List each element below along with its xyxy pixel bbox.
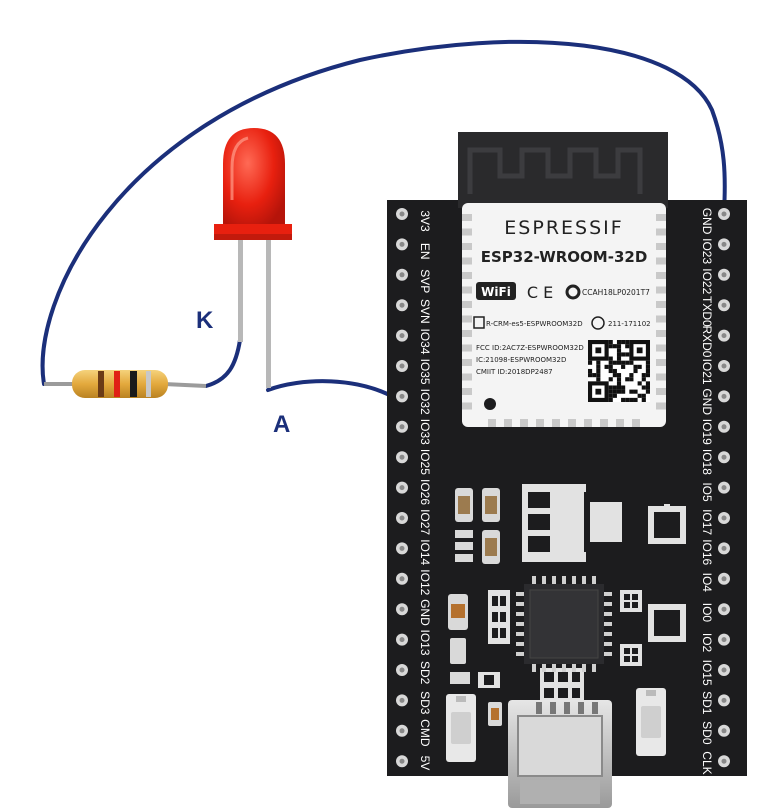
pin-label-right: TXD0 bbox=[700, 296, 714, 327]
ccah-icon bbox=[565, 284, 581, 300]
pin-label-right: IO18 bbox=[700, 449, 714, 475]
pin-labels-right: GNDIO23IO22TXD0RXD0IO21GNDIO19IO18IO5IO1… bbox=[700, 208, 714, 775]
esp32-board: ESPRESSIF ESP32-WROOM-32D WiFi C E CCAH1… bbox=[387, 132, 747, 808]
pin-label-left: 5V bbox=[418, 756, 432, 771]
pin-label-left: IO34 bbox=[418, 328, 432, 354]
led-anode-leg bbox=[266, 238, 271, 388]
pin-label-right: RXD0 bbox=[700, 325, 714, 357]
voltage-regulator bbox=[522, 484, 624, 562]
pin-label-right: GND bbox=[700, 208, 714, 235]
rcrm-code: R-CRM-es5-ESPWROOM32D bbox=[486, 320, 583, 328]
ce-mark: C E bbox=[527, 283, 553, 302]
ccah-code: CCAH18LP0201T7 bbox=[582, 288, 650, 297]
resistor bbox=[44, 370, 207, 398]
pin-label-right: IO5 bbox=[700, 482, 714, 502]
pin-label-left: IO12 bbox=[418, 569, 432, 595]
pin-label-left: IO25 bbox=[418, 449, 432, 475]
resistor-band-1 bbox=[98, 371, 104, 397]
pin-label-right: IO17 bbox=[700, 509, 714, 535]
pin-label-left: EN bbox=[418, 243, 432, 260]
wire-cathode-to-resistor bbox=[204, 338, 242, 388]
pin-label-left: GND bbox=[418, 599, 432, 626]
anode-label: A bbox=[273, 411, 290, 438]
pin-label-right: IO19 bbox=[700, 419, 714, 445]
resistor-band-3 bbox=[130, 371, 137, 397]
pin-label-right: CLK bbox=[700, 751, 714, 774]
fcc-id: FCC ID:2AC7Z-ESPWROOM32D bbox=[476, 344, 584, 352]
cmiit-id: CMIIT ID:2018DP2487 bbox=[476, 368, 553, 376]
usb-uart-chip bbox=[524, 584, 604, 664]
pin-label-left: CMD bbox=[418, 719, 432, 747]
wifi-logo: WiFi bbox=[481, 285, 511, 299]
qr-code bbox=[588, 340, 650, 402]
pin-label-right: IO16 bbox=[700, 539, 714, 565]
pin-label-left: SVN bbox=[418, 299, 432, 324]
cert-code: 211-171102 bbox=[608, 320, 651, 328]
wire-resistor-to-gnd bbox=[40, 39, 727, 386]
antenna-trace bbox=[467, 147, 643, 194]
en-button bbox=[446, 694, 476, 762]
pin-label-left: SD2 bbox=[418, 661, 432, 685]
pin-label-left: IO26 bbox=[418, 479, 432, 505]
pin-label-left: IO32 bbox=[418, 389, 432, 415]
module-brand: ESPRESSIF bbox=[504, 217, 623, 239]
chip-pins bbox=[516, 576, 612, 672]
pin-label-right: SD1 bbox=[700, 691, 714, 715]
module-pads bbox=[462, 214, 666, 427]
pin-label-right: IO0 bbox=[700, 603, 714, 623]
pin-label-left: IO35 bbox=[418, 359, 432, 385]
pin-label-right: SD0 bbox=[700, 721, 714, 745]
pin-label-right: IO15 bbox=[700, 660, 714, 686]
led-highlight bbox=[230, 136, 249, 200]
pin-label-left: IO14 bbox=[418, 539, 432, 565]
resistor-band-4 bbox=[146, 371, 151, 397]
led-rim-shade bbox=[214, 234, 292, 240]
telec-icon bbox=[591, 316, 605, 330]
led bbox=[214, 128, 292, 388]
ic-id: IC:21098-ESPWROOM32D bbox=[476, 356, 566, 364]
pin-label-left: SVP bbox=[418, 269, 432, 293]
boot-button bbox=[636, 688, 666, 756]
pin-label-left: IO33 bbox=[418, 419, 432, 445]
header-left bbox=[396, 208, 408, 768]
antenna-area bbox=[458, 132, 668, 208]
resistor-band-2 bbox=[114, 371, 120, 397]
led-cathode-leg bbox=[238, 238, 243, 342]
resistor-lead-right bbox=[163, 382, 207, 388]
pin-label-right: IO21 bbox=[700, 359, 714, 385]
pin-label-left: IO13 bbox=[418, 630, 432, 656]
passive-components bbox=[448, 488, 686, 726]
micro-usb-port bbox=[508, 700, 612, 808]
pin1-dot bbox=[484, 398, 496, 410]
pin-label-left: IO27 bbox=[418, 509, 432, 535]
rcrm-icon bbox=[473, 316, 485, 329]
pin-label-right: IO23 bbox=[700, 238, 714, 264]
pin-label-right: IO2 bbox=[700, 633, 714, 653]
pin-label-left: 3V3 bbox=[418, 210, 432, 232]
pin-label-right: GND bbox=[700, 388, 714, 415]
wifi-logo-box bbox=[476, 282, 516, 300]
cathode-label: K bbox=[196, 307, 214, 334]
wire-anode-to-io32 bbox=[266, 379, 404, 404]
pin-label-left: SD3 bbox=[418, 691, 432, 715]
module-model: ESP32-WROOM-32D bbox=[481, 248, 648, 266]
pin-label-right: IO4 bbox=[700, 573, 714, 593]
led-lens bbox=[223, 128, 285, 228]
header-right bbox=[718, 208, 730, 768]
pin-label-right: IO22 bbox=[700, 268, 714, 294]
